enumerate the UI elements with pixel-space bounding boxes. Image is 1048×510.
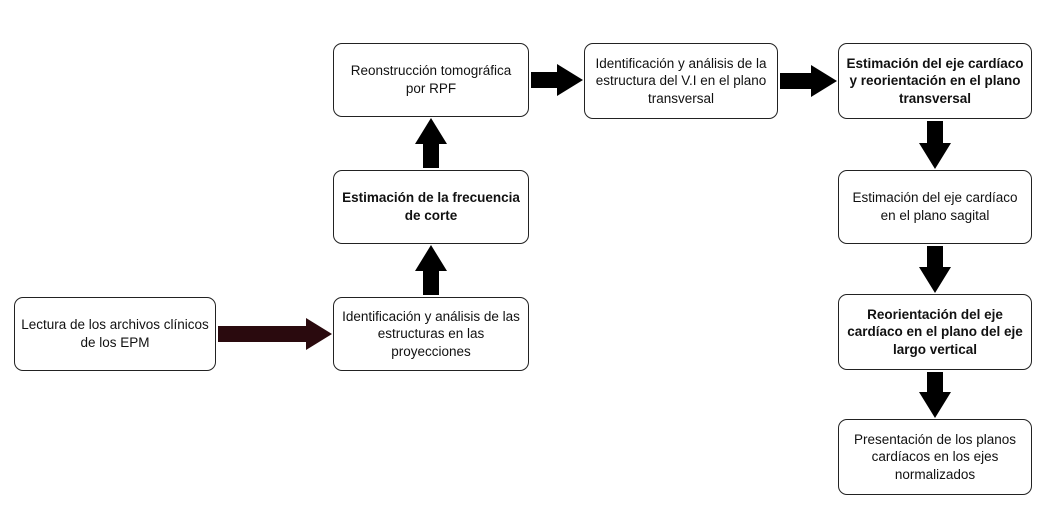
node-identificacion-proyecciones-label: Identificación y análisis de las estruct… — [342, 308, 520, 359]
node-presentacion-label: Presentación de los planos cardíacos en … — [853, 431, 1017, 482]
arrow-reconstruccion-to-identificacion-vi — [531, 64, 583, 96]
node-eje-transversal: Estimación del eje cardíaco y reorientac… — [838, 43, 1032, 119]
node-eje-sagital: Estimación del eje cardíaco en el plano … — [838, 170, 1032, 244]
node-reconstruccion-label: Reonstrucción tomográfica por RPF — [350, 63, 512, 96]
node-reconstruccion: Reonstrucción tomográfica por RPF — [333, 43, 529, 117]
arrow-identificacion-vi-to-eje-transversal — [780, 65, 837, 97]
arrow-eje-transversal-to-eje-sagital — [919, 121, 951, 169]
arrow-lectura-to-identificacion-proyecciones — [218, 318, 332, 350]
node-frecuencia-corte-label: Estimación de la frecuencia de corte — [342, 190, 520, 223]
arrow-identificacion-proyecciones-to-frecuencia-corte — [415, 245, 447, 295]
node-identificacion-vi: Identificación y análisis de la estructu… — [584, 43, 778, 119]
node-eje-largo-vertical: Reorientación del eje cardíaco en el pla… — [838, 294, 1032, 370]
node-lectura: Lectura de los archivos clínicos de los … — [14, 297, 216, 371]
node-lectura-label: Lectura de los archivos clínicos de los … — [21, 317, 209, 350]
arrow-eje-sagital-to-eje-largo-vertical — [919, 246, 951, 293]
node-identificacion-proyecciones: Identificación y análisis de las estruct… — [333, 297, 529, 371]
arrow-eje-largo-vertical-to-presentacion — [919, 372, 951, 418]
node-eje-transversal-label: Estimación del eje cardíaco y reorientac… — [846, 55, 1024, 106]
arrow-frecuencia-corte-to-reconstruccion — [415, 118, 447, 168]
node-eje-sagital-label: Estimación del eje cardíaco en el plano … — [852, 190, 1018, 223]
node-frecuencia-corte: Estimación de la frecuencia de corte — [333, 170, 529, 244]
node-identificacion-vi-label: Identificación y análisis de la estructu… — [595, 55, 767, 106]
node-eje-largo-vertical-label: Reorientación del eje cardíaco en el pla… — [847, 306, 1023, 357]
node-presentacion: Presentación de los planos cardíacos en … — [838, 419, 1032, 495]
